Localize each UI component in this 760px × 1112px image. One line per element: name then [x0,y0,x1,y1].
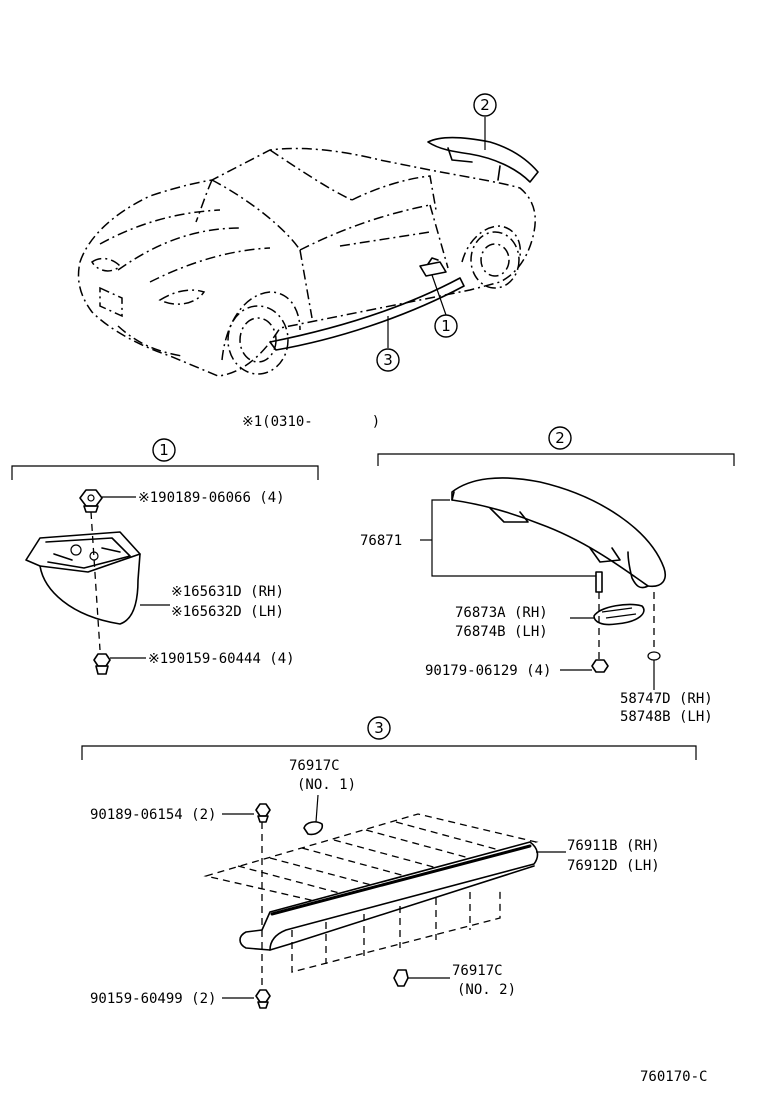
applicability-note: ※1(0310- ) [242,414,380,430]
callout-label: 2 [480,96,490,114]
group-3-rocker-panel: 3 76917C (NO. 1) 90189-06154 (2) [81,716,697,1009]
nut-icon [255,803,271,823]
group-2-rear-spoiler: 2 76871 76873A (RH) 76874B (LH) [360,426,735,725]
label-pad-rh: 58747D (RH) [620,691,713,707]
group-2-bracket [377,453,735,466]
callout-label: 3 [374,719,384,737]
clip-no1-icon [303,821,324,836]
nut-icon [591,659,609,673]
screw-icon [255,989,271,1009]
label-screw-90159-60444: ※190159-60444 (4) [148,651,295,667]
screw-icon [93,653,111,675]
label-nut-90189-06154: 90189-06154 (2) [90,807,216,823]
label-nut-90179-06129: 90179-06129 (4) [425,663,551,679]
callout-2-group: 2 [548,426,572,450]
group-1-bracket [11,465,319,480]
rocker-panel-part [239,841,539,951]
label-rocker-lh: 76912D (LH) [567,858,660,874]
label-stop-lamp-rh: 76873A (RH) [455,605,548,621]
callout-label: 1 [159,441,169,459]
diagram-id: 760170-C [640,1069,707,1085]
callout-2-car: 2 [473,93,497,150]
label-spoiler-76871: 76871 [360,533,402,549]
label-clip-no1-part: 76917C [289,758,340,774]
stop-lamp-part [593,603,645,626]
label-stop-lamp-lh: 76874B (LH) [455,624,548,640]
label-screw-90159-60499: 90159-60499 (2) [90,991,216,1007]
label-nut-90189-06066: ※190189-06066 (4) [138,490,285,506]
label-mud-guard-rh: ※165631D (RH) [171,584,284,600]
group-3-bracket [81,745,697,760]
rear-spoiler-part [451,477,666,589]
callout-1-group: 1 [152,438,176,462]
nut-icon [79,489,103,513]
label-clip-no2-part: 76917C [452,963,503,979]
callout-3-group: 3 [367,716,391,740]
callout-label: 2 [555,429,565,447]
label-rocker-rh: 76911B (RH) [567,838,660,854]
callout-1-car: 1 [431,274,458,338]
callout-3-car: 3 [376,316,400,372]
car-illustration [77,136,539,377]
callout-label: 1 [441,317,451,335]
mud-guard-part [25,531,141,625]
group-1-mud-guard: 1 ※190189-06066 (4) ※165631D (RH) ※16563… [11,438,319,675]
label-pad-lh: 58748B (LH) [620,709,713,725]
pad-part [647,651,661,661]
callout-label: 3 [383,351,393,369]
label-mud-guard-lh: ※165632D (LH) [171,604,284,620]
label-clip-no2-number: (NO. 2) [457,982,516,998]
clip-no2-icon [393,969,409,987]
bolt-icon [595,571,603,593]
label-clip-no1-number: (NO. 1) [297,777,356,793]
